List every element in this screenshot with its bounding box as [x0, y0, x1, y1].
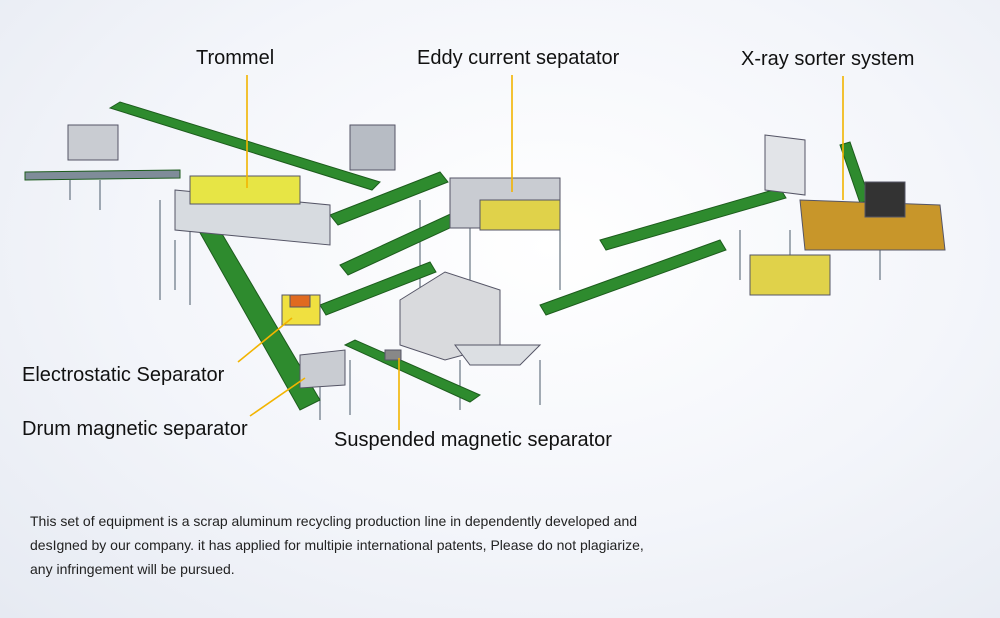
eddy-current-label: Eddy current sepatator: [417, 47, 619, 70]
shredder: [350, 125, 395, 170]
feeder-hopper: [68, 125, 118, 160]
conveyor: [540, 240, 726, 315]
drum-magnetic-label: Drum magnetic separator: [22, 418, 248, 441]
drum-magnetic-unit: [300, 350, 345, 388]
conveyor: [600, 188, 786, 250]
xray-cabinet: [865, 182, 905, 217]
conveyor: [25, 170, 180, 180]
disclaimer-text: This set of equipment is a scrap aluminu…: [30, 509, 670, 581]
electrostatic-label: Electrostatic Separator: [22, 364, 224, 387]
collection-hopper: [455, 345, 540, 365]
machines: [68, 125, 945, 388]
xray-secondary-unit: [750, 255, 830, 295]
xray-shield: [765, 135, 805, 195]
electrostatic-head: [290, 295, 310, 307]
eddy-current-top: [480, 200, 560, 230]
trommel-label: Trommel: [196, 47, 274, 70]
trommel-top: [190, 176, 300, 204]
suspended-magnetic-label: Suspended magnetic separator: [334, 429, 612, 452]
xray-sorter-label: X-ray sorter system: [741, 48, 914, 71]
